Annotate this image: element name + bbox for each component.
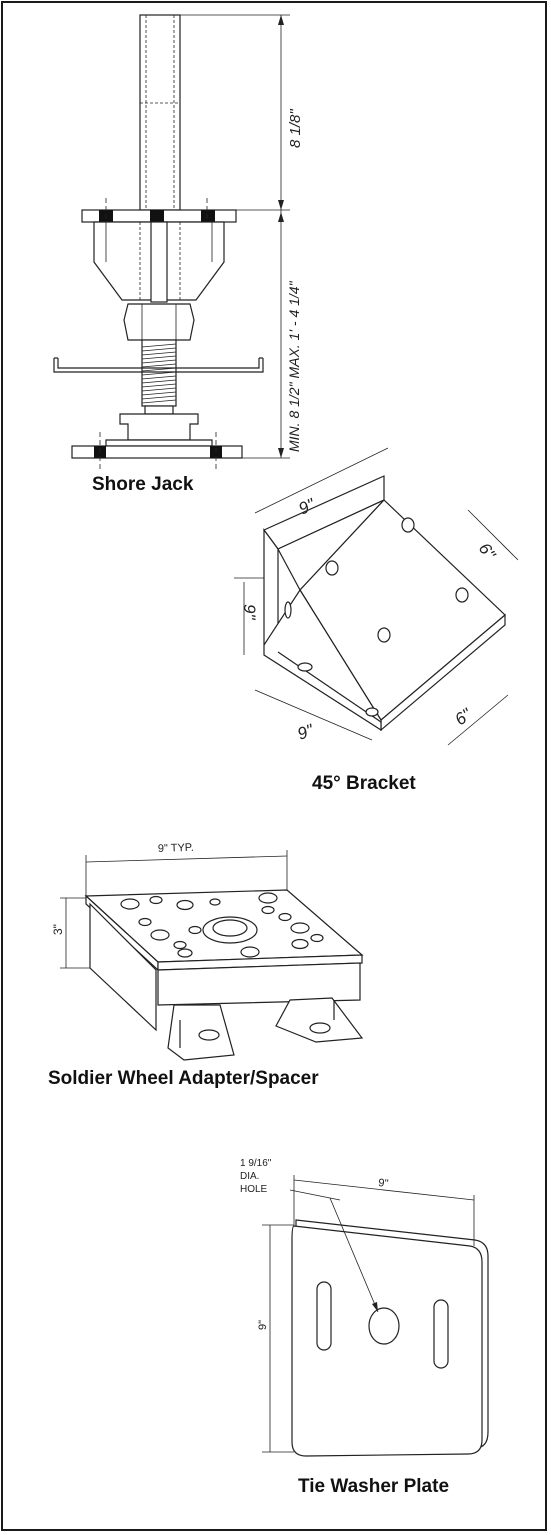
thread-line [141, 379, 177, 384]
thread-line [141, 383, 177, 388]
thread-line [141, 355, 177, 360]
thread-line [141, 343, 177, 348]
tie-washer-hole-line-3: HOLE [240, 1184, 268, 1195]
thread-line [141, 351, 177, 356]
tie-washer-height-dimension: 9" [257, 1320, 269, 1330]
adapter-spacer-caption: Soldier Wheel Adapter/Spacer [48, 1068, 319, 1089]
thread-line [141, 391, 177, 396]
shore-jack-caption: Shore Jack [92, 474, 194, 495]
shore-jack-top-dimension: 8 1/8" [287, 109, 304, 148]
adapter-height-dimension: 3" [51, 924, 65, 935]
bracket-right-upper-dimension: 6" [475, 539, 500, 563]
tie-washer-caption: Tie Washer Plate [298, 1476, 450, 1497]
thread-line [141, 359, 177, 364]
thread-line [141, 387, 177, 392]
tie-washer-hole-line-1: 1 9/16" [240, 1158, 272, 1169]
bracket-45-drawing: 9" 9" 9" 6" 6" [234, 447, 519, 746]
thread-line [141, 399, 177, 404]
shore-jack-drawing: 8 1/8" MIN. 8 1/2" MAX. 1' - 4 1/4" [53, 14, 304, 470]
tie-washer-width-dimension: 9" [378, 1177, 389, 1190]
tie-washer-hole-line-2: DIA. [240, 1171, 259, 1182]
thread-line [141, 363, 177, 368]
thread-line [141, 347, 177, 352]
thread-line [141, 375, 177, 380]
bracket-45-caption: 45° Bracket [312, 773, 416, 794]
bracket-left-dimension: 9" [240, 604, 259, 620]
adapter-spacer-drawing: 9" TYP. 3" [51, 842, 364, 1061]
tie-washer-drawing: 1 9/16" DIA. HOLE 9" 9" [240, 1158, 489, 1457]
bracket-right-lower-dimension: 6" [451, 704, 475, 729]
adapter-width-dimension: 9" TYP. [158, 842, 194, 855]
bracket-bottom-dimension: 9" [295, 720, 317, 743]
shore-jack-range-dimension: MIN. 8 1/2" MAX. 1' - 4 1/4" [286, 280, 302, 452]
thread-line [141, 395, 177, 400]
